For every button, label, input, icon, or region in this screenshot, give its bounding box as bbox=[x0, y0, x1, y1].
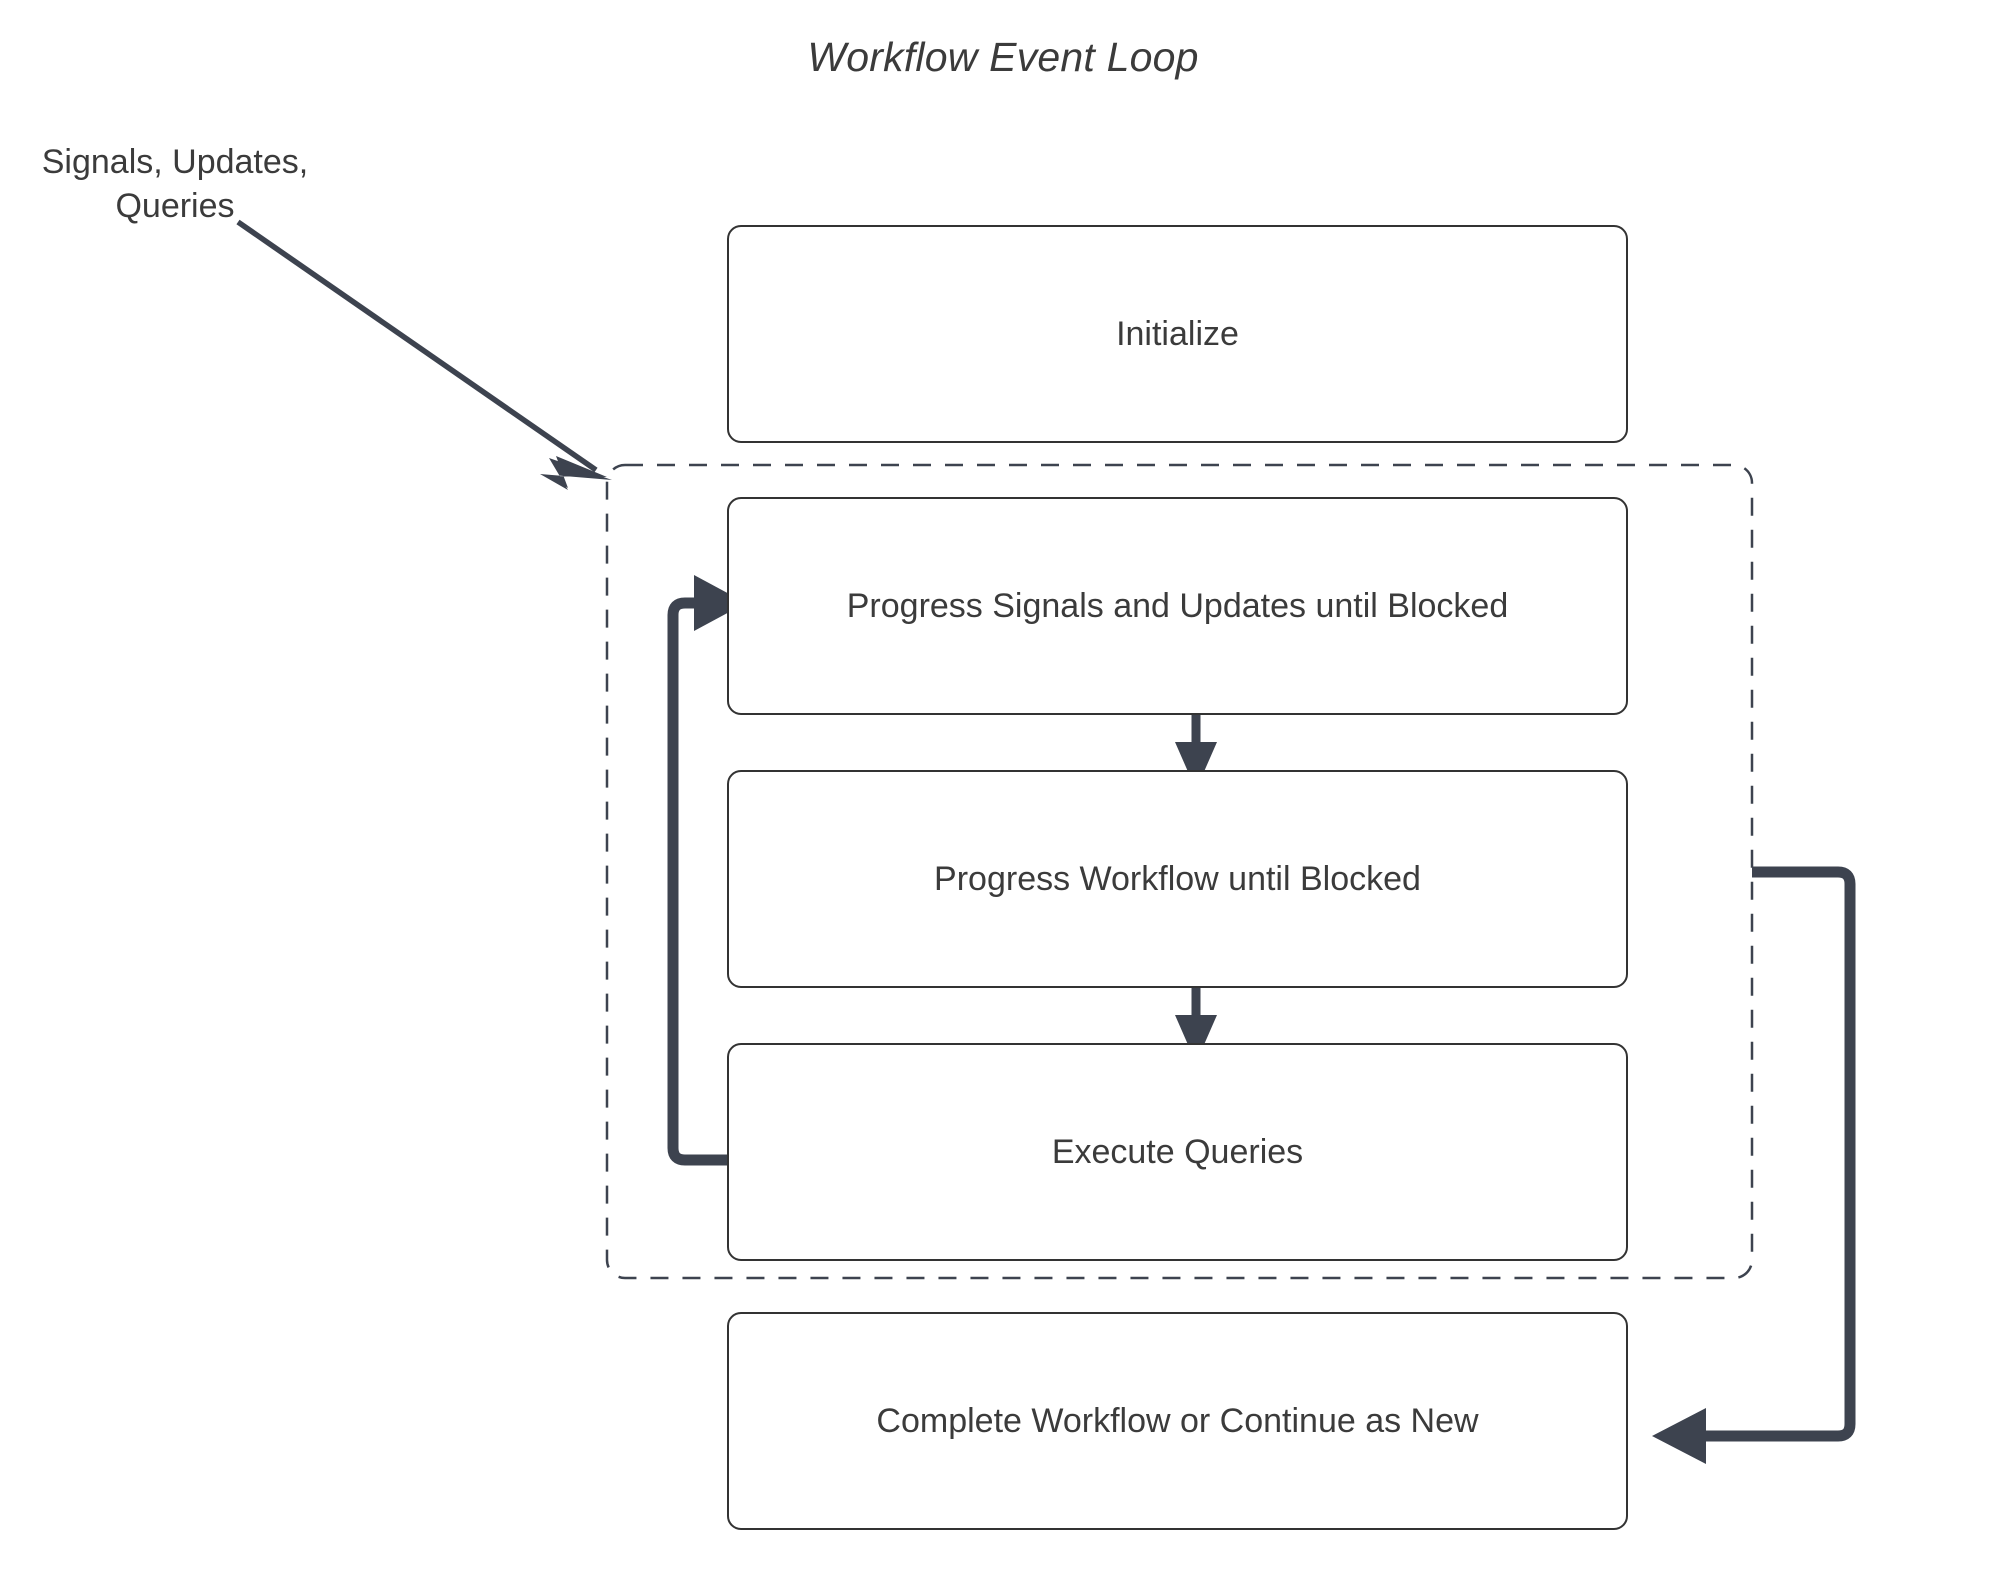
arrow-workflow-to-queries bbox=[1175, 988, 1217, 1063]
external-input-arrow bbox=[236, 219, 612, 490]
node-label: Progress Workflow until Blocked bbox=[934, 859, 1421, 898]
arrow-signals-to-workflow bbox=[1175, 715, 1217, 790]
node-label: Execute Queries bbox=[1051, 1132, 1304, 1171]
node-label: Complete Workflow or Continue as New bbox=[876, 1401, 1479, 1440]
node-initialize[interactable]: Initialize bbox=[727, 225, 1628, 443]
node-execute-queries[interactable]: Execute Queries bbox=[727, 1043, 1628, 1261]
event-loop-dashed-container bbox=[605, 463, 1754, 1280]
arrow-loop-to-complete bbox=[1652, 866, 1856, 1464]
page-title: Workflow Event Loop bbox=[807, 34, 1199, 80]
arrow-queries-feedback-loop bbox=[667, 575, 746, 1166]
node-label: Progress Signals and Updates until Block… bbox=[846, 586, 1509, 625]
node-progress-signals-updates[interactable]: Progress Signals and Updates until Block… bbox=[727, 497, 1628, 715]
node-progress-workflow[interactable]: Progress Workflow until Blocked bbox=[727, 770, 1628, 988]
node-complete-workflow[interactable]: Complete Workflow or Continue as New bbox=[727, 1312, 1628, 1530]
external-input-label: Signals, Updates, Queries bbox=[41, 143, 309, 225]
node-label: Initialize bbox=[1116, 314, 1239, 353]
